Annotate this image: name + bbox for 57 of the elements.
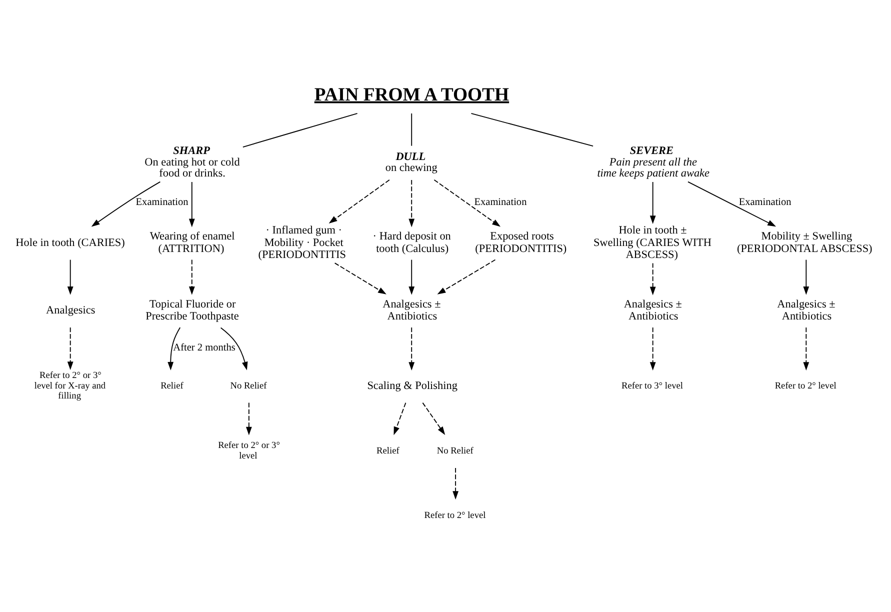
- arrow: [188, 182, 195, 228]
- arrow: [650, 327, 656, 371]
- node-text: Hole in tooth (CARIES): [16, 236, 125, 249]
- node-text: Mobility ± Swelling (PERIODONTAL ABSCESS): [736, 230, 872, 255]
- node-text: · Hard deposit on tooth (Calculus): [372, 230, 451, 255]
- edge-label: Examination: [738, 196, 792, 208]
- arrow: [220, 327, 248, 370]
- node-text: · Inflamed gum · Mobility · Pocket (PERIODONTITIS: [258, 224, 346, 261]
- node-text: Exposed roots (PERIODONTITIS): [475, 230, 567, 255]
- arrow: [452, 468, 458, 500]
- node-text: Refer to 2° or 3° level for X-ray and filling: [34, 370, 106, 402]
- arrow: [422, 402, 446, 435]
- arrow: [67, 327, 74, 370]
- node-text: Relief: [376, 446, 400, 456]
- arrow: [688, 181, 776, 227]
- node-text: PAIN FROM A TOOTH: [314, 84, 510, 106]
- node-text: Scaling & Polishing: [367, 380, 458, 392]
- edge-label: After 2 months: [173, 342, 236, 354]
- arrow: [394, 402, 406, 436]
- connector: [470, 112, 594, 146]
- node-text: Relief: [160, 381, 184, 392]
- arrow: [434, 179, 501, 227]
- arrow: [650, 262, 656, 296]
- node-text: Topical Fluoride or Prescribe Toothpaste: [146, 298, 239, 323]
- arrow: [803, 327, 810, 371]
- node-text: Wearing of enamel (ATTRITION): [150, 230, 235, 255]
- node-text: Refer to 2° level: [424, 510, 486, 521]
- node-text: SHARP On eating hot or cold food or drinks.: [144, 145, 240, 180]
- node-text: DULL on chewing: [385, 150, 438, 174]
- node-text: Refer to 2° or 3° level: [218, 441, 280, 462]
- edge-label: Examination: [474, 196, 527, 208]
- node-text: No Relief: [436, 446, 474, 456]
- arrow: [408, 259, 415, 295]
- node-text: Analgesics ± Antibiotics: [777, 298, 836, 323]
- node-text: Analgesics: [46, 304, 96, 317]
- node-text: Refer to 3° level: [622, 381, 684, 392]
- arrow: [67, 259, 74, 295]
- node-text: Refer to 2° level: [774, 381, 836, 392]
- edge-label: Examination: [136, 196, 188, 208]
- arrow: [188, 259, 195, 295]
- arrow: [408, 327, 415, 371]
- arrow: [91, 181, 161, 227]
- arrow: [246, 402, 252, 436]
- connector: [242, 112, 358, 148]
- arrow: [408, 180, 415, 228]
- arrow: [168, 327, 181, 370]
- arrow: [803, 259, 810, 295]
- node-text: SEVERE Pain present all the time keeps patient awake: [597, 145, 710, 180]
- arrow: [334, 262, 386, 294]
- arrow: [650, 182, 656, 224]
- node-text: Analgesics ± Antibiotics: [624, 298, 682, 323]
- node-text: Hole in tooth ± Swelling (CARIES WITH ABSCESS): [593, 224, 712, 261]
- connector: [411, 112, 412, 146]
- node-text: Analgesics ± Antibiotics: [382, 298, 441, 323]
- arrow: [328, 179, 390, 224]
- node-text: No Relief: [230, 381, 267, 392]
- arrow: [437, 259, 496, 294]
